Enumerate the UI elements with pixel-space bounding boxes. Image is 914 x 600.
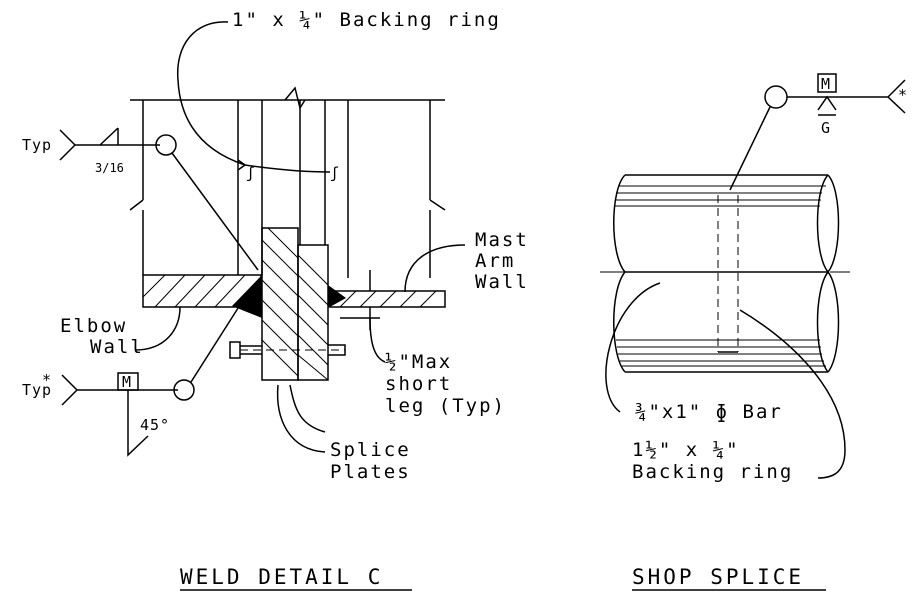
star-right: * (898, 86, 908, 104)
mast-arm-wall-line1: Mast (475, 229, 529, 251)
weld-detail-c: ʃ ʃ 1" x ¼" Backing ring Typ 3/16 Mast A… (22, 9, 529, 591)
splice-plates-line2: Plates (330, 461, 411, 483)
elbow-wall-line1: Elbow (60, 315, 127, 337)
half-max-line1: ½"Max (385, 351, 452, 373)
bar-label: ¾"x1" ɸ Bar (635, 401, 783, 423)
mast-arm-wall-line3: Wall (475, 271, 529, 293)
svg-text:ʃ: ʃ (330, 164, 340, 182)
shop-splice: M G * ¾"x1" ɸ Bar 1½" x ¼" Backing ring … (600, 73, 908, 591)
weld-m-left: M (122, 373, 132, 391)
weld-m-right: M (821, 75, 831, 93)
svg-text:ʃ: ʃ (246, 164, 256, 182)
half-max-line2: short (385, 373, 452, 395)
backing-ring-line2: Backing ring (632, 461, 793, 483)
half-max-line3: leg (Typ) (385, 395, 506, 417)
star-left: * (42, 371, 52, 389)
elbow-wall-line2: Wall (90, 336, 144, 358)
splice-plates-line1: Splice (330, 439, 411, 461)
backing-ring-top-label: 1" x ¼" Backing ring (232, 9, 501, 31)
shop-splice-title: SHOP SPLICE (632, 565, 804, 589)
backing-ring-line1: 1½" x ¼" (632, 439, 740, 461)
weld-g-right: G (821, 119, 831, 137)
mast-arm-wall-line2: Arm (475, 250, 515, 272)
weld-detail-title: WELD DETAIL C (180, 565, 383, 589)
typ-bottom-label: Typ (22, 381, 52, 399)
angle-label: 45° (140, 416, 170, 434)
typ-left-label: Typ (22, 136, 52, 154)
fillet-size-label: 3/16 (95, 161, 124, 175)
